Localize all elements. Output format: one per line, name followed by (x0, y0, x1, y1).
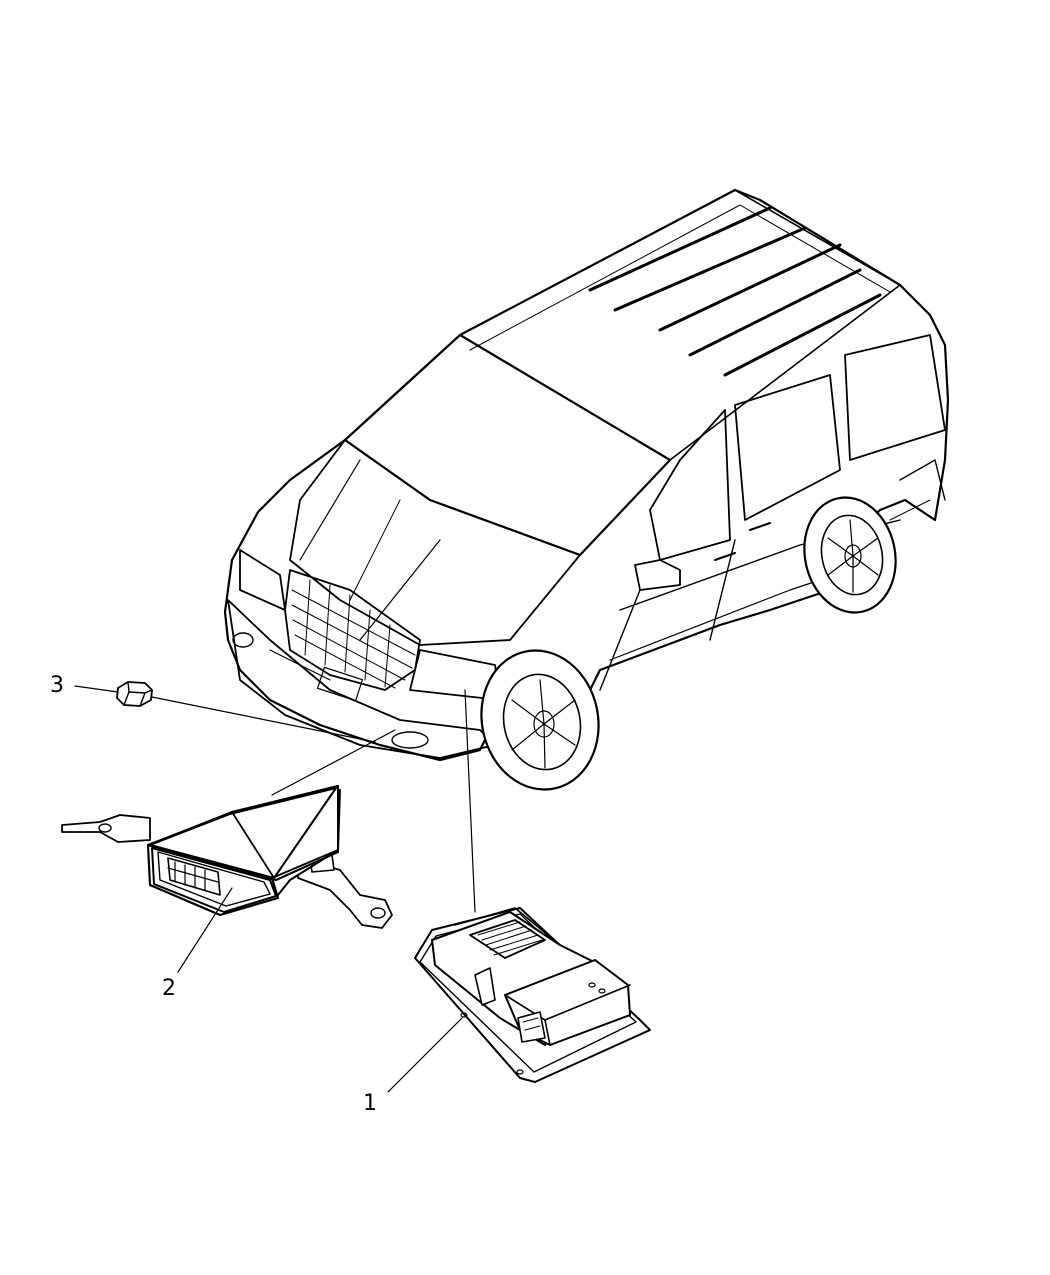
rear-wheel (803, 496, 897, 614)
callout-3: 3 (50, 673, 64, 698)
vehicle-illustration (223, 188, 950, 791)
part-3-nut (116, 681, 153, 707)
leader-line-1-to-vehicle (464, 689, 476, 913)
leader-line-3 (74, 685, 119, 693)
leader-line-2 (177, 887, 233, 973)
part-2-module (61, 785, 393, 929)
leader-line-2-to-vehicle (271, 729, 396, 796)
callout-2: 2 (162, 976, 176, 1001)
leader-line-1 (387, 1017, 463, 1093)
callout-1: 1 (363, 1091, 377, 1116)
leader-lines (74, 685, 476, 1093)
front-wheel (480, 649, 600, 791)
leader-line-3-to-vehicle (151, 696, 376, 743)
part-1-module (414, 907, 651, 1083)
